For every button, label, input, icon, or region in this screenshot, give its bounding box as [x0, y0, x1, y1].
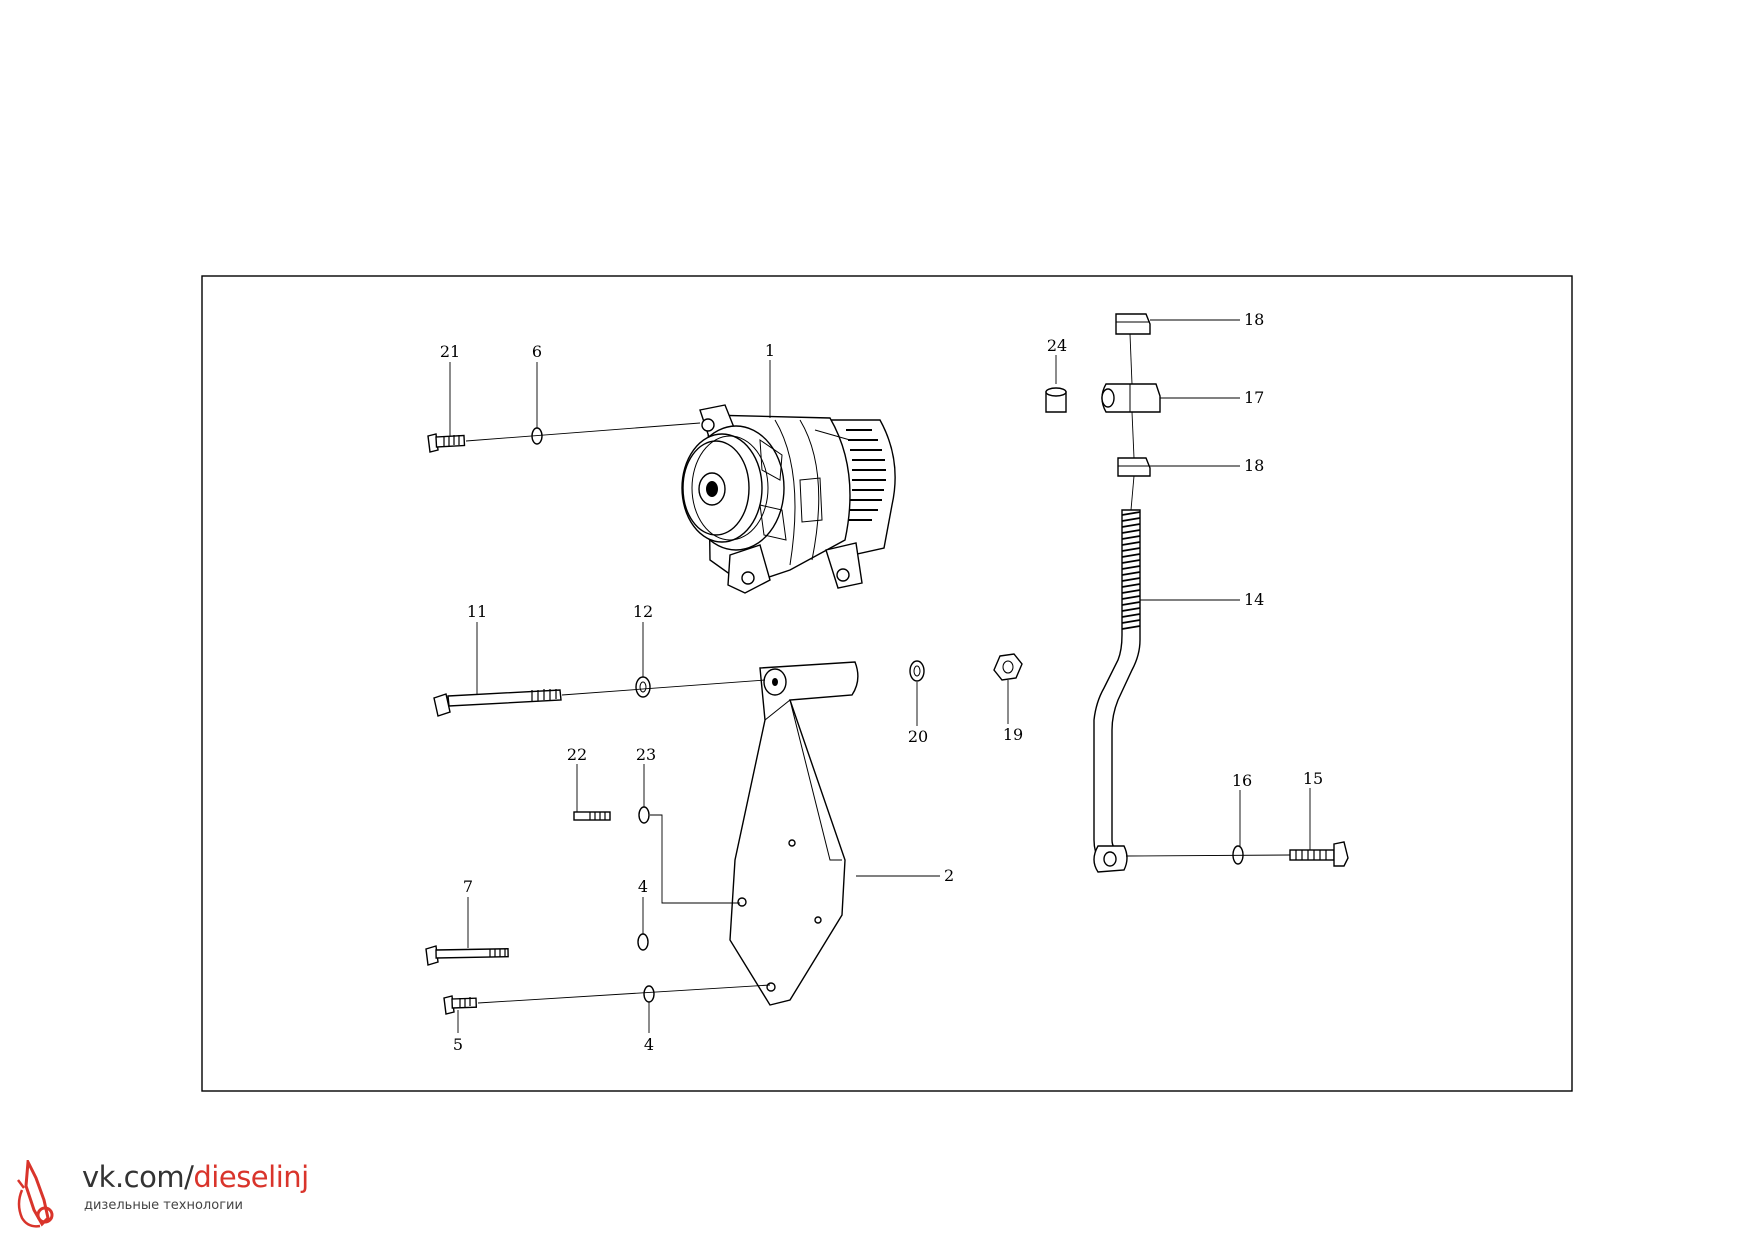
- watermark-subtitle: дизельные технологии: [84, 1198, 243, 1213]
- callout-11: 11: [467, 602, 487, 621]
- washer-23: [638, 806, 650, 824]
- callout-1: 1: [765, 341, 775, 360]
- adjusting-rod-14: [1093, 509, 1141, 873]
- callout-20: 20: [908, 727, 928, 746]
- bolt-15: [1289, 841, 1349, 867]
- diagram-frame: [201, 275, 1573, 1092]
- spacer-24: [1045, 387, 1067, 413]
- assembly-lines: [465, 333, 1291, 1004]
- callout-16: 16: [1232, 771, 1252, 790]
- callout-24: 24: [1047, 336, 1067, 355]
- callout-2: 2: [944, 866, 954, 885]
- callout-4-lower: 4: [644, 1035, 654, 1054]
- callout-4-upper: 4: [638, 877, 648, 896]
- nut-18-lower: [1117, 457, 1151, 477]
- callout-18-upper: 18: [1244, 310, 1264, 329]
- nut-19: [993, 653, 1023, 681]
- bolt-7: [425, 945, 509, 966]
- leader-lines: [449, 319, 1311, 1033]
- callout-18-lower: 18: [1244, 456, 1264, 475]
- bolt-5: [443, 995, 478, 1015]
- callout-17: 17: [1244, 388, 1264, 407]
- watermark: vk.com/dieselinj дизельные технологии: [14, 1160, 314, 1230]
- callout-23: 23: [636, 745, 656, 764]
- washer-4-upper: [637, 933, 649, 951]
- callouts: 21 6 1 24 18 17 18 14 11 12 20 19 22 23 …: [440, 310, 1323, 1054]
- alternator-part: [681, 404, 896, 594]
- callout-7: 7: [463, 877, 473, 896]
- callout-12: 12: [633, 602, 653, 621]
- bracket-part: [729, 661, 859, 1006]
- callout-15: 15: [1303, 769, 1323, 788]
- callout-5: 5: [453, 1035, 463, 1054]
- callout-6: 6: [532, 342, 542, 361]
- callout-22: 22: [567, 745, 587, 764]
- block-17: [1101, 383, 1161, 413]
- injector-logo-icon: [17, 1160, 54, 1228]
- watermark-url-prefix: vk.com/: [82, 1160, 194, 1194]
- bolt-11: [433, 689, 562, 717]
- callout-19: 19: [1003, 725, 1023, 744]
- washer-20: [909, 660, 925, 682]
- nut-18-upper: [1115, 313, 1151, 335]
- bolt-21: [427, 433, 466, 453]
- callout-14: 14: [1244, 590, 1264, 609]
- washer-12: [635, 676, 651, 698]
- watermark-url-handle: dieselinj: [193, 1160, 309, 1194]
- stud-22: [573, 811, 611, 821]
- washer-4-lower: [643, 985, 655, 1003]
- watermark-url[interactable]: vk.com/dieselinj: [82, 1160, 309, 1194]
- callout-21: 21: [440, 342, 460, 361]
